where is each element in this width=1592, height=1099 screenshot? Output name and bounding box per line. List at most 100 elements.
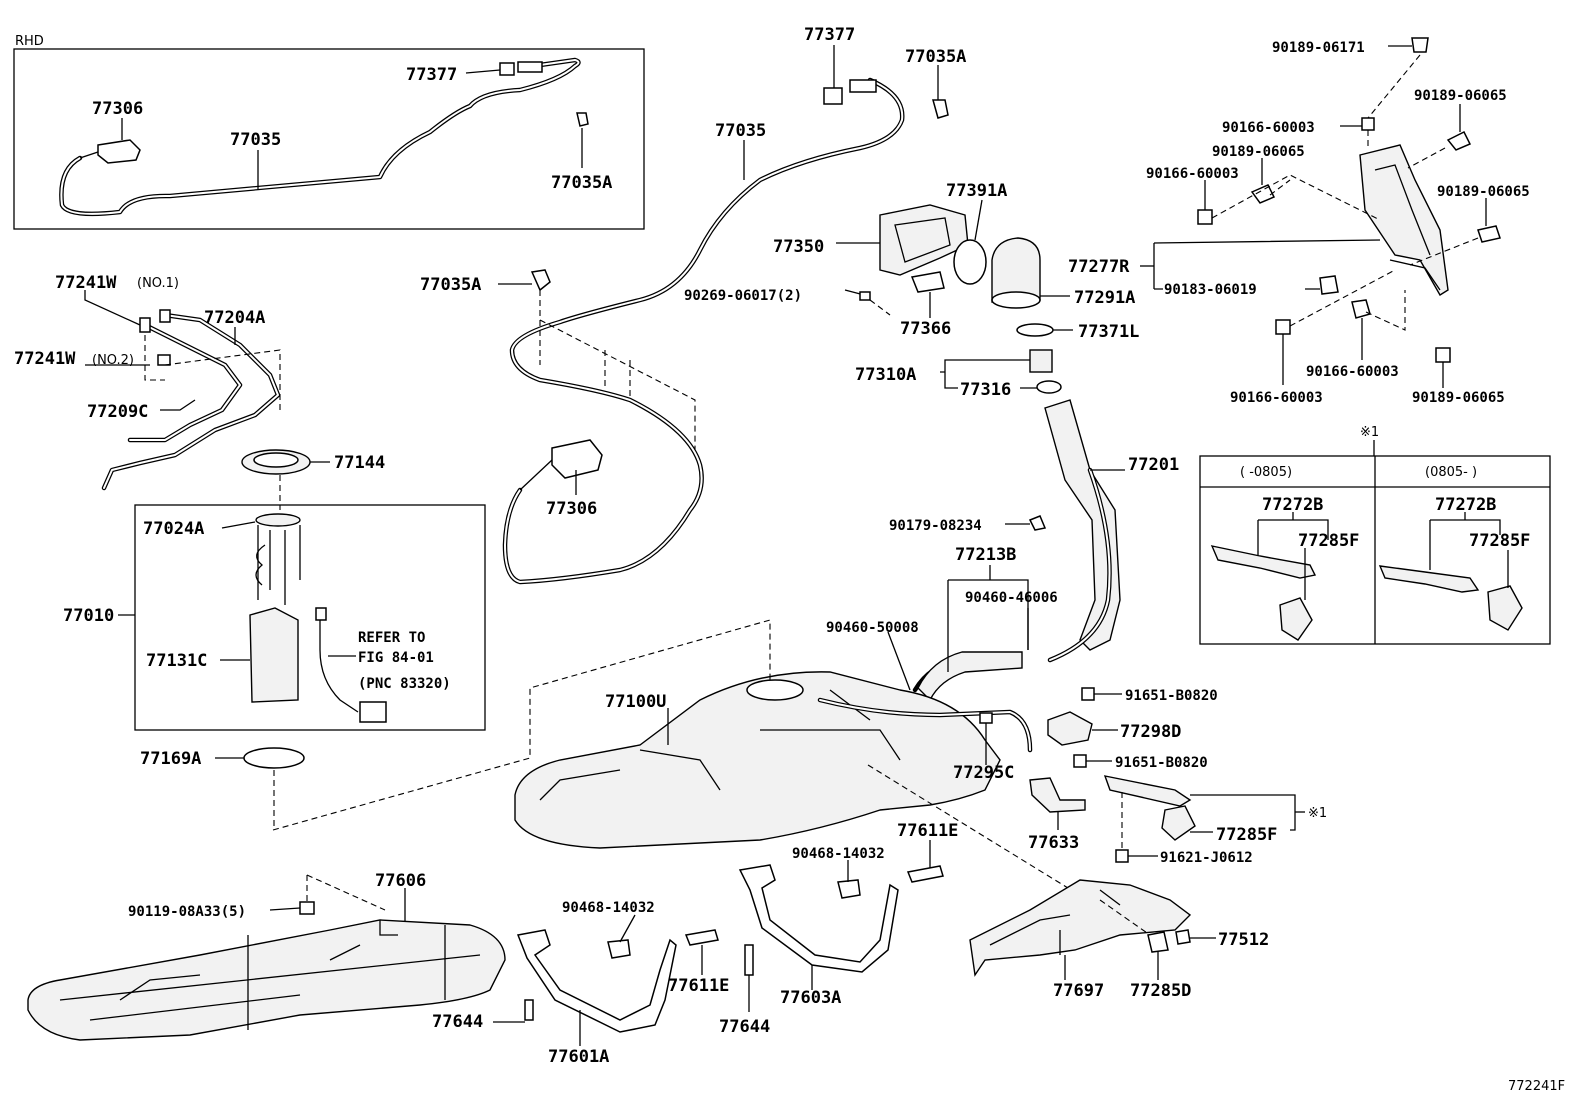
- rhd-tag: RHD: [15, 34, 44, 49]
- label-90468-14032-a: 90468-14032: [562, 900, 655, 916]
- label-77316: 77316: [960, 380, 1011, 400]
- connector-77377-rhd: [499, 62, 515, 76]
- label-77272b-late: 77272B: [1435, 495, 1496, 515]
- label-77010: 77010: [63, 606, 114, 626]
- bolt-77644-a: [524, 999, 534, 1021]
- protector-77277r: [1359, 144, 1449, 296]
- pump-assembly-group: 77241W (NO.1) 77204A 77241W (NO.2) 77209…: [14, 273, 486, 830]
- label-77310a: 77310A: [855, 365, 916, 385]
- refer-text-line3: (PNC 83320): [358, 676, 451, 692]
- label-77169a: 77169A: [140, 749, 201, 769]
- label-90460-50008: 90460-50008: [826, 620, 919, 636]
- tank-body: [514, 671, 1001, 849]
- tank-bracket-parts: 91651-B0820 77298D 91651-B0820 77295C 77…: [953, 687, 1327, 866]
- label-77241w-no2: 77241W: [14, 349, 76, 369]
- sender-gauge-rhd: [97, 139, 141, 164]
- strap-77601a: [516, 929, 677, 1033]
- label-77611e-b: 77611E: [897, 821, 958, 841]
- label-77644-b: 77644: [719, 1017, 770, 1037]
- bolt-90189-06171: [1411, 37, 1429, 53]
- label-90183-06019: 90183-06019: [1164, 282, 1257, 298]
- table-marker: ※1: [1360, 425, 1379, 440]
- bolt-90166-60003-b: [1197, 209, 1213, 225]
- label-77603a: 77603A: [780, 988, 841, 1008]
- rhd-inset: RHD 77377 77306 77035 77035A: [13, 34, 645, 230]
- refer-text-line1: REFER TO: [358, 630, 425, 646]
- label-90119-08a33: 90119-08A33(5): [128, 904, 246, 920]
- label-90468-14032-b: 90468-14032: [792, 846, 885, 862]
- clip-90468-a: [607, 939, 631, 959]
- label-77201: 77201: [1128, 455, 1179, 475]
- label-77035-rhd: 77035: [230, 130, 281, 150]
- label-77241w-no1: 77241W: [55, 273, 117, 293]
- label-91651-b0820-a: 91651-B0820: [1125, 688, 1218, 704]
- tank-protector-77606: 77606 90119-08A33(5): [27, 871, 506, 1041]
- refer-text-line2: FIG 84-01: [358, 650, 434, 666]
- ring-77391a: [953, 239, 987, 285]
- label-77291a: 77291A: [1074, 288, 1135, 308]
- label-90189-06171: 90189-06171: [1272, 40, 1365, 56]
- label-77035: 77035: [715, 121, 766, 141]
- connector-harness: [359, 701, 387, 723]
- label-77512: 77512: [1218, 930, 1269, 950]
- rhd-cable: [59, 57, 581, 217]
- clamp-77035a-rhd: [576, 112, 589, 127]
- screw-90269: [859, 291, 871, 301]
- label-77391a: 77391A: [946, 181, 1007, 201]
- bracket-77272b-late: [1378, 565, 1480, 593]
- label-77100u: 77100U: [605, 692, 666, 712]
- label-90179-08234: 90179-08234: [889, 518, 982, 534]
- hose-group: 77213B 90460-46006 90460-50008: [826, 545, 1058, 702]
- label-77371l: 77371L: [1078, 322, 1139, 342]
- rhd-inset-frame: [13, 48, 645, 230]
- clip-77285d: [1147, 931, 1169, 953]
- label-77285f-early: 77285F: [1298, 531, 1359, 551]
- label-77366: 77366: [900, 319, 951, 339]
- tank-pump-opening: [746, 679, 804, 701]
- clamp-77285f-early: [1279, 597, 1313, 641]
- bolt-77611e-a: [684, 929, 719, 946]
- label-77131c: 77131C: [146, 651, 207, 671]
- label-91651-b0820-b: 91651-B0820: [1115, 755, 1208, 771]
- tube-77209c: [127, 322, 243, 443]
- filler-pipe-group: 77201 90179-08234: [889, 399, 1179, 663]
- bracket-77272b-main: [1103, 775, 1192, 807]
- hose-77295c: [979, 712, 993, 724]
- clip-77241w-no1: [139, 317, 151, 333]
- bolt-91621: [1115, 849, 1129, 863]
- filler-pipe-77201: [1044, 399, 1121, 651]
- label-90166-60003-a: 90166-60003: [1222, 120, 1315, 136]
- connector-77377: [823, 87, 843, 105]
- label-77298d: 77298D: [1120, 722, 1181, 742]
- protector-77277r-group: 90189-06171 90189-06065 90166-60003 9018…: [1068, 37, 1530, 406]
- label-77035a-top: 77035A: [905, 47, 966, 67]
- clip-77241w-no2: [157, 354, 171, 366]
- clip-90468-b: [837, 879, 861, 899]
- label-77611e-a: 77611E: [668, 976, 729, 996]
- bolt-90166-60003-d: [1351, 299, 1371, 319]
- bolt-91651-b: [1073, 754, 1087, 768]
- clip-90183-06019: [1319, 275, 1339, 295]
- label-90189-06065-d: 90189-06065: [1412, 390, 1505, 406]
- label-77277r: 77277R: [1068, 257, 1130, 277]
- fuel-tank-77100u: 77100U: [272, 619, 1121, 921]
- label-77209c: 77209C: [87, 402, 148, 422]
- clip-77512: [1175, 929, 1191, 945]
- filler-lid-group: 77350 77391A 90269-06017(2) 77366 77291A…: [684, 181, 1139, 400]
- gasket-77169a: [243, 747, 305, 769]
- label-77024a: 77024A: [143, 519, 204, 539]
- gasket-77371l: [1016, 323, 1054, 337]
- cap-77310a: [1029, 349, 1053, 373]
- protector-77697: [969, 879, 1192, 977]
- label-77035a-rhd: 77035A: [551, 173, 612, 193]
- label-90189-06065-c: 90189-06065: [1437, 184, 1530, 200]
- label-77272b-early: 77272B: [1262, 495, 1323, 515]
- label-77306: 77306: [546, 499, 597, 519]
- label-77306-rhd: 77306: [92, 99, 143, 119]
- bolt-90189-06065-a: [1446, 130, 1472, 151]
- label-90189-06065-a: 90189-06065: [1414, 88, 1507, 104]
- table-col-2: (0805- ): [1425, 465, 1477, 480]
- label-77377-rhd: 77377: [406, 65, 457, 85]
- bolt-90119-08a33: [299, 901, 315, 915]
- label-77606: 77606: [375, 871, 426, 891]
